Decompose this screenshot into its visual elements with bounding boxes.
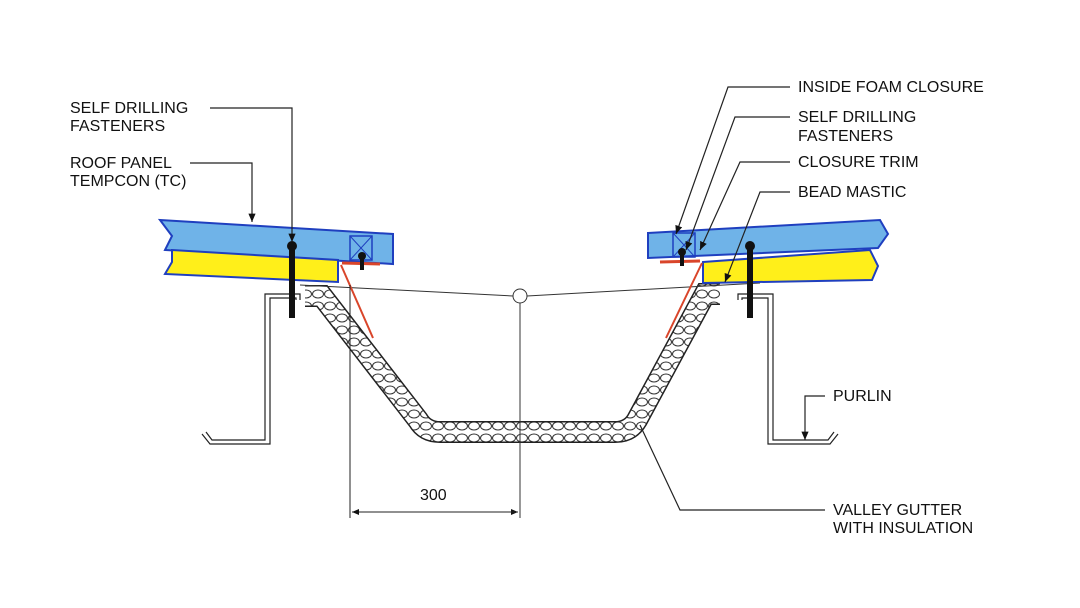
valley-gutter	[305, 283, 720, 443]
label-valley-gutter-2: WITH INSULATION	[833, 520, 973, 537]
gutter-centerline	[299, 282, 761, 518]
dimension-value: 300	[420, 487, 447, 504]
label-inside-foam-closure: INSIDE FOAM CLOSURE	[798, 79, 984, 96]
label-closure-trim: CLOSURE TRIM	[798, 154, 919, 171]
label-right-fasteners: SELF DRILLING	[798, 109, 916, 126]
label-purlin: PURLIN	[833, 388, 892, 405]
dimension-300	[349, 285, 518, 518]
right-roof-panel	[647, 218, 890, 339]
label-bead-mastic: BEAD MASTIC	[798, 184, 906, 201]
left-purlin	[201, 293, 301, 445]
leader-lines	[190, 86, 825, 511]
center-point-icon	[512, 288, 528, 304]
right-fastener-icon	[678, 241, 755, 318]
label-roof-panel-2: TEMPCON (TC)	[70, 173, 186, 190]
label-roof-panel: ROOF PANEL	[70, 155, 172, 172]
left-fastener-icon	[287, 241, 366, 318]
right-purlin	[737, 293, 839, 445]
label-left-fasteners-2: FASTENERS	[70, 118, 165, 135]
label-left-fasteners: SELF DRILLING	[70, 100, 188, 117]
left-roof-panel	[157, 218, 394, 339]
label-valley-gutter: VALLEY GUTTER	[833, 502, 962, 519]
label-right-fasteners-2: FASTENERS	[798, 128, 893, 145]
